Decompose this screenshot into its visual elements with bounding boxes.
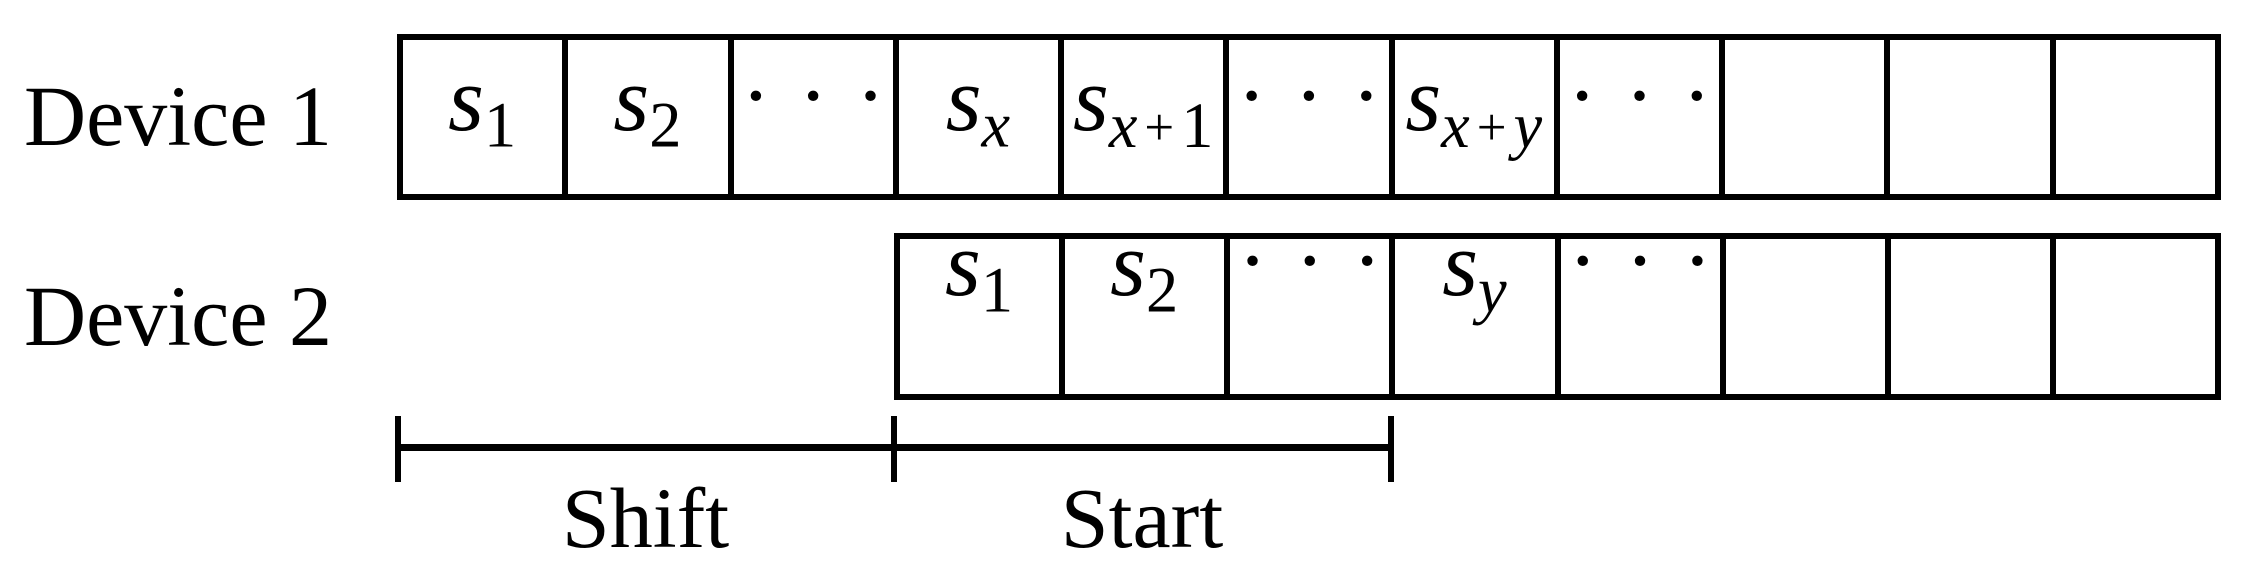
slot-cell: ··· <box>727 40 893 194</box>
symbol-label: s1 <box>448 48 518 161</box>
slot-cell: s2 <box>562 40 727 194</box>
symbol-label: s2 <box>1110 213 1180 326</box>
slot-cell: s2 <box>1059 218 1224 394</box>
empty-slot-cell <box>1884 239 2050 394</box>
empty-slot-cell <box>2049 239 2215 394</box>
symbol-label: sx+1 <box>1073 48 1215 161</box>
empty-slot-cell <box>2049 40 2215 194</box>
start-interval-label: Start <box>1060 470 1224 565</box>
device1-label: Device 1 <box>24 68 333 164</box>
bracket-tick-left <box>395 416 401 482</box>
slot-cell: ··· <box>1554 218 1720 394</box>
symbol-label: sx <box>945 48 1012 161</box>
slot-cell: sx <box>892 40 1058 194</box>
ellipsis: ··· <box>1567 48 1740 145</box>
slot-cell: sy <box>1389 218 1554 394</box>
ellipsis: ··· <box>741 48 914 145</box>
slot-cell: sx+1 <box>1058 40 1223 194</box>
ellipsis: ··· <box>1568 213 1741 310</box>
device2-label: Device 2 <box>24 268 333 364</box>
shift-interval-label: Shift <box>561 470 730 565</box>
slot-cell: s1 <box>403 40 562 194</box>
empty-slot-cell <box>1884 40 2049 194</box>
symbol-label: sx+y <box>1405 48 1544 161</box>
slot-cell: s1 <box>900 218 1059 394</box>
bracket-tick-right <box>1388 416 1394 482</box>
empty-slot-cell <box>1719 40 1884 194</box>
symbol-label: sy <box>1442 213 1508 326</box>
slot-cell: ··· <box>1224 218 1389 394</box>
ellipsis: ··· <box>1237 213 1410 310</box>
slot-cell: sx+y <box>1388 40 1554 194</box>
slot-cell: ··· <box>1553 40 1719 194</box>
symbol-label: s1 <box>945 213 1015 326</box>
bracket-tick-middle <box>891 416 897 482</box>
empty-slot-cell <box>1719 239 1885 394</box>
slot-cell: ··· <box>1223 40 1388 194</box>
ellipsis: ··· <box>1237 48 1409 145</box>
symbol-label: s2 <box>613 48 683 161</box>
